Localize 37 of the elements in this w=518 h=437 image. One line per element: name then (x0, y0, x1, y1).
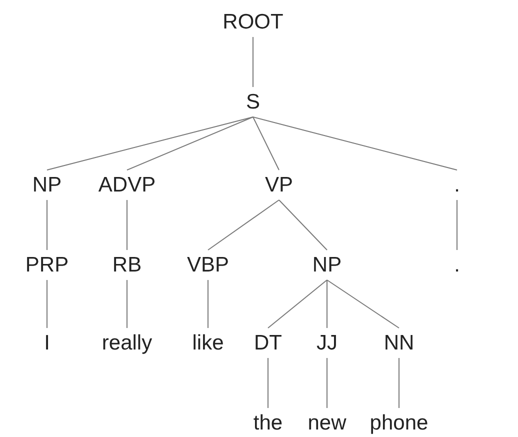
tree-branch-line (46, 116, 254, 170)
tree-node-label: . (454, 254, 460, 276)
tree-node-label: S (246, 92, 260, 112)
tree-node-label: the (253, 412, 283, 434)
tree-branch-line (46, 200, 48, 250)
tree-branch-line (126, 280, 128, 328)
tree-node-label: DT (254, 332, 282, 354)
tree-branch-line (326, 358, 328, 408)
tree-node-label: like (192, 332, 224, 354)
tree-branch-line (326, 280, 328, 328)
tree-branch-line (46, 280, 48, 328)
tree-node-label: VBP (186, 254, 230, 276)
tree-node-label: new (308, 412, 346, 434)
tree-node-label: . (454, 174, 460, 196)
tree-branch-line (398, 358, 400, 408)
tree-node-label: phone (370, 412, 428, 434)
tree-branch-line (126, 200, 128, 250)
tree-branch-line (278, 200, 328, 250)
tree-branch-line (126, 116, 254, 170)
tree-node-label: NP (32, 174, 62, 196)
tree-branch-line (252, 116, 458, 170)
tree-node-label: RB (112, 254, 142, 276)
tree-branch-line (252, 36, 254, 88)
tree-node-label: NP (312, 254, 342, 276)
tree-node-label: ADVP (98, 174, 156, 196)
tree-node-label: really (102, 332, 152, 354)
tree-node-label: VP (265, 174, 293, 196)
tree-node-label: NN (384, 332, 414, 354)
tree-branch-line (208, 200, 280, 250)
tree-branch-line (456, 200, 458, 250)
tree-branch-line (326, 280, 400, 328)
tree-branch-line (268, 280, 328, 328)
tree-node-label: JJ (316, 332, 338, 354)
tree-node-label: PRP (25, 254, 69, 276)
tree-node-label: ROOT (222, 12, 284, 32)
tree-node-label: I (44, 332, 50, 354)
tree-branch-line (252, 116, 280, 170)
